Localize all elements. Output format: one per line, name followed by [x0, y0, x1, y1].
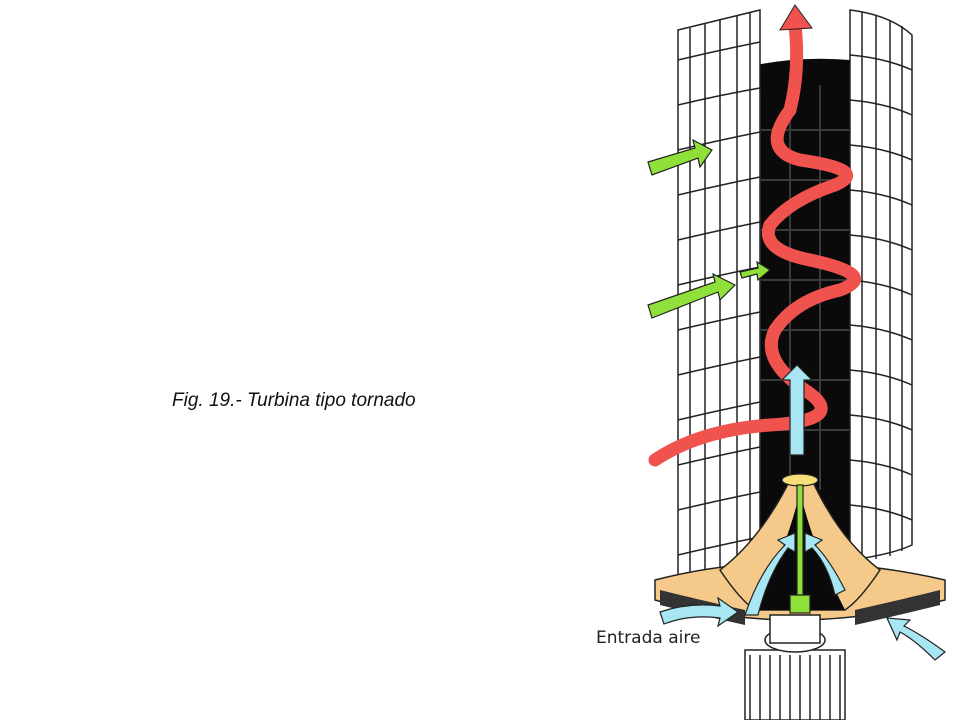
figure-caption: Fig. 19.- Turbina tipo tornado — [172, 390, 416, 411]
right-louver-wall — [849, 9, 913, 561]
vortex-exit-arrowhead — [779, 4, 813, 31]
inlet-label: Entrada aire — [596, 628, 700, 648]
base-grille-right — [855, 590, 940, 625]
vortex-spiral — [648, 18, 861, 467]
bottom-inflow-arrows — [659, 364, 946, 661]
generator — [744, 614, 846, 720]
rotor — [781, 473, 819, 614]
side-inflow-arrows — [647, 138, 772, 319]
